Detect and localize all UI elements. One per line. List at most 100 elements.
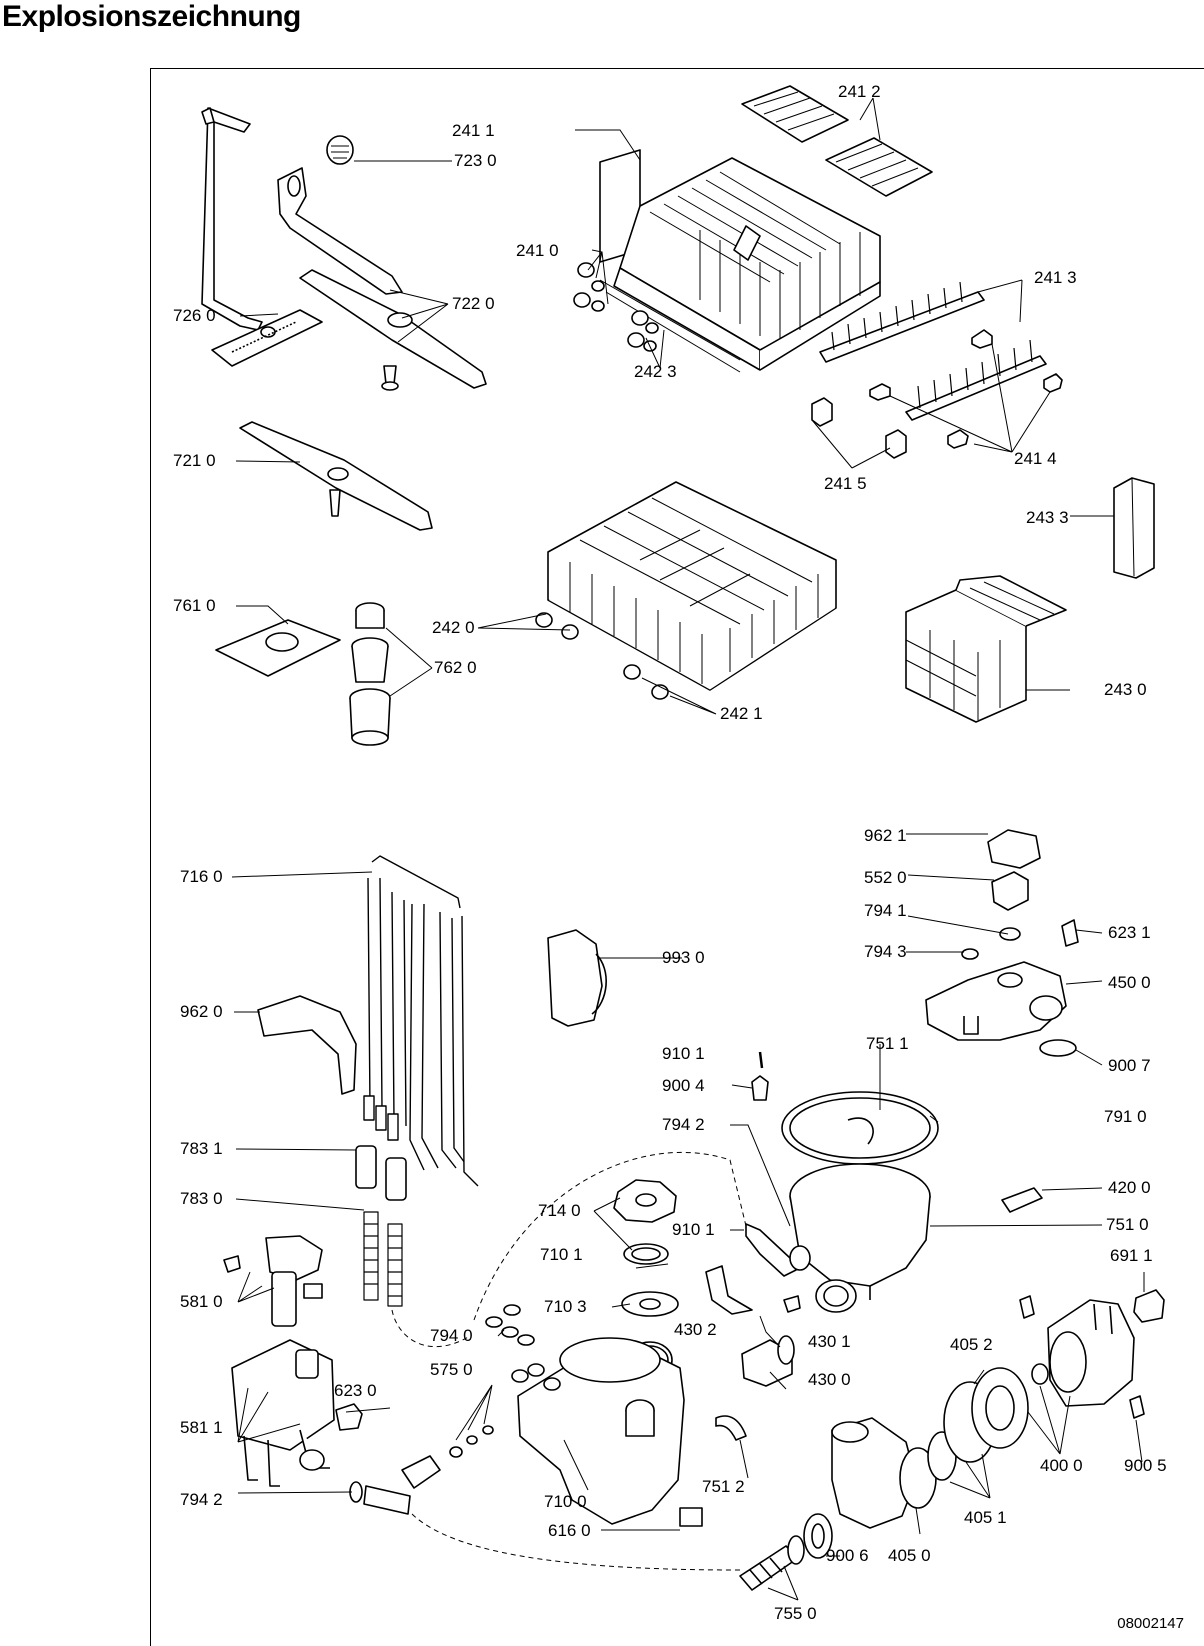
drawing-frame (150, 68, 1204, 1646)
part-label-900-6: 900 6 (826, 1546, 869, 1565)
part-label-794-0: 794 0 (430, 1326, 473, 1345)
part-label-755-0: 755 0 (774, 1604, 817, 1623)
part-label-616-0: 616 0 (548, 1521, 591, 1540)
rack-lock-part (811, 397, 833, 427)
page-title: Explosionszeichnung (2, 0, 301, 33)
part-label-430-1: 430 1 (808, 1332, 851, 1351)
part-label-241-2: 241 2 (838, 82, 881, 101)
part-label-405-1: 405 1 (964, 1508, 1007, 1527)
part-label-430-0: 430 0 (808, 1370, 851, 1389)
bracket-part (705, 1265, 753, 1315)
part-label-762-0: 762 0 (434, 658, 477, 677)
part-label-581-0: 581 0 (180, 1292, 223, 1311)
rack-clip-part (971, 329, 993, 349)
rack-lock-part (885, 429, 907, 459)
part-label-962-0: 962 0 (180, 1002, 223, 1021)
heater-sleeve-part (1001, 1187, 1043, 1213)
seal-set-part (485, 1304, 535, 1346)
part-label-761-0: 761 0 (173, 596, 216, 615)
leader-lines (231, 97, 1145, 1601)
part-label-751-1: 751 1 (866, 1034, 909, 1053)
part-label-575-0: 575 0 (430, 1360, 473, 1379)
folding-tine-rack-part (819, 281, 1047, 421)
part-label-241-0: 241 0 (516, 241, 559, 260)
sensor-part (1133, 1289, 1165, 1323)
rack-clip-part (1043, 373, 1063, 393)
part-label-242-3: 242 3 (634, 362, 677, 381)
upper-basket-part (599, 149, 881, 373)
basket-rollers-part (573, 262, 659, 352)
part-label-714-0: 714 0 (538, 1201, 581, 1220)
pump-motor-part (1047, 1299, 1135, 1407)
valve-assembly-part (925, 961, 1067, 1041)
part-label-405-0: 405 0 (888, 1546, 931, 1565)
corrugated-hose-part (739, 1535, 805, 1591)
clip-part (783, 1295, 801, 1313)
o-ring-part (999, 927, 1021, 941)
part-label-691-1: 691 1 (1110, 1246, 1153, 1265)
part-label-243-3: 243 3 (1026, 508, 1069, 527)
part-label-242-0: 242 0 (432, 618, 475, 637)
cutlery-basket-part (905, 575, 1067, 723)
sump-housing-part (511, 1337, 685, 1525)
part-label-241-1: 241 1 (452, 121, 495, 140)
part-label-400-0: 400 0 (1040, 1456, 1083, 1475)
regeneration-valve-part (223, 1235, 323, 1327)
lower-spray-arm-part (239, 421, 433, 531)
part-label-783-0: 783 0 (180, 1189, 223, 1208)
washer-part (1031, 1363, 1049, 1385)
sensor-part (1061, 919, 1079, 947)
part-label-791-0: 791 0 (1104, 1107, 1147, 1126)
part-label-716-0: 716 0 (180, 867, 223, 886)
part-label-910-1-top: 910 1 (662, 1044, 705, 1063)
routing-lines (391, 1152, 747, 1571)
lower-basket-part (535, 481, 837, 700)
hose-clamp-part (1039, 1039, 1077, 1057)
part-label-751-2: 751 2 (702, 1477, 745, 1496)
upper-spray-tube-part (201, 107, 263, 331)
fine-filter-part (215, 619, 341, 677)
cover-part (257, 995, 357, 1095)
upper-spray-arm-part (299, 269, 487, 391)
spray-arm-holder-part (277, 167, 403, 295)
part-label-241-3: 241 3 (1034, 268, 1077, 287)
circulation-pump-part (831, 1417, 937, 1529)
water-softener-unit-part (231, 1339, 335, 1487)
part-label-794-2-right: 794 2 (662, 1115, 705, 1134)
part-label-710-3: 710 3 (544, 1297, 587, 1316)
part-label-581-1: 581 1 (180, 1418, 223, 1437)
document-number: 08002147 (1117, 1615, 1184, 1632)
part-label-794-3: 794 3 (864, 942, 907, 961)
clip-part (1019, 1295, 1035, 1319)
part-label-405-2: 405 2 (950, 1335, 993, 1354)
part-label-430-2: 430 2 (674, 1320, 717, 1339)
corrugated-hose-part (745, 1223, 811, 1277)
part-label-910-1-bottom: 910 1 (672, 1220, 715, 1239)
part-label-241-5: 241 5 (824, 474, 867, 493)
part-label-623-1: 623 1 (1108, 923, 1151, 942)
part-label-450-0: 450 0 (1108, 973, 1151, 992)
part-label-962-1: 962 1 (864, 826, 907, 845)
part-label-552-0: 552 0 (864, 868, 907, 887)
heater-pressostat-part (401, 1425, 494, 1489)
sump-cover-part (613, 1179, 677, 1223)
cup-shelf-part (741, 85, 933, 197)
spring-clip-part (715, 1415, 747, 1441)
part-label-721-0: 721 0 (173, 451, 216, 470)
cover-cap-part (987, 829, 1041, 869)
rack-clip-part (947, 429, 969, 449)
microfilter-part (349, 602, 391, 746)
hose-connector-part (385, 1157, 407, 1201)
part-label-783-1: 783 1 (180, 1139, 223, 1158)
corrugated-hose-part (363, 1211, 403, 1307)
part-label-242-1: 242 1 (720, 704, 763, 723)
filter-plate-part (211, 309, 323, 367)
water-distribution-pipes-part (363, 855, 479, 1187)
nozzle-cap-part (326, 135, 354, 165)
clip-part (1129, 1395, 1145, 1419)
o-ring-part (961, 948, 979, 960)
part-label-241-4: 241 4 (1014, 449, 1057, 468)
bracket-part (751, 1075, 769, 1101)
pump-pot-part (789, 1163, 931, 1313)
